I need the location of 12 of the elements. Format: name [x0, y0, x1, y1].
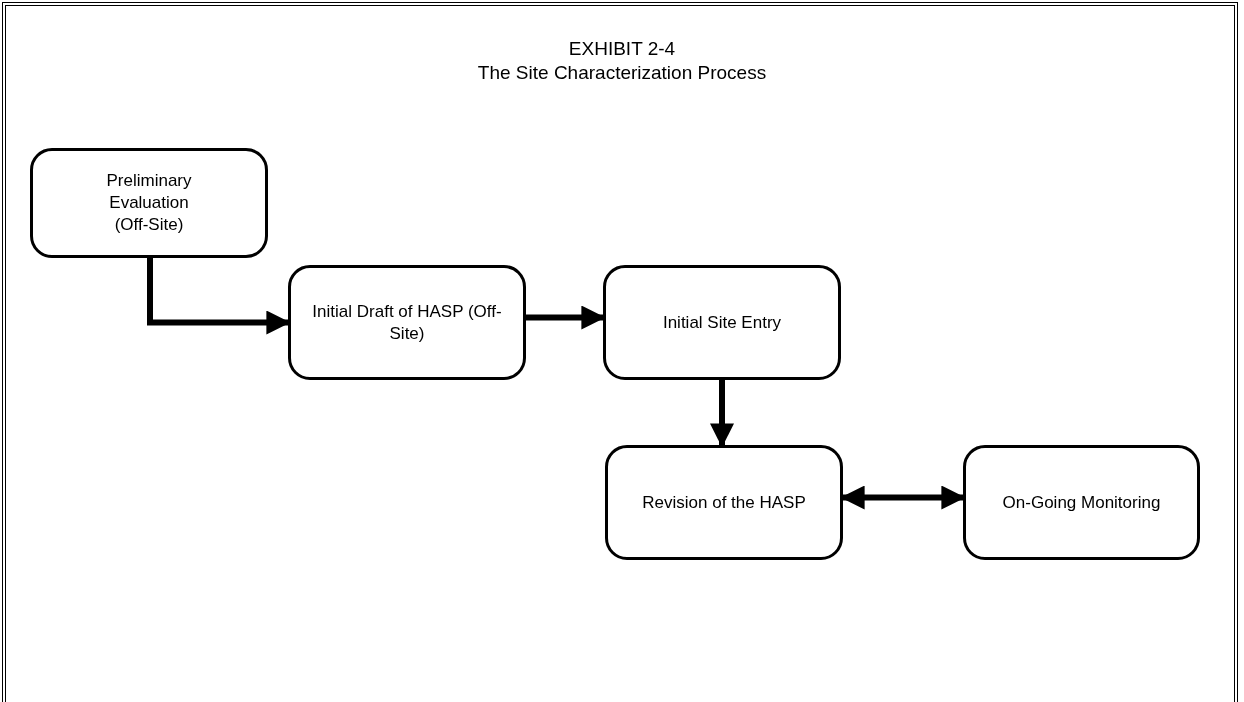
process-box [30, 148, 268, 258]
process-box [288, 265, 526, 380]
box-label: Initial Site Entry [662, 311, 782, 334]
box-label: Revision of the HASP [642, 491, 806, 514]
diagram-title: The Site Characterization Process [476, 62, 768, 84]
process-box [603, 265, 841, 380]
box-label: On-Going Monitoring [1002, 491, 1161, 514]
box-label: Preliminary Evaluation (Off-Site) [105, 170, 193, 236]
exhibit-number: EXHIBIT 2-4 [567, 38, 677, 60]
process-box [963, 445, 1200, 560]
box-label: Initial Draft of HASP (Off-Site) [311, 300, 503, 345]
process-box [605, 445, 843, 560]
